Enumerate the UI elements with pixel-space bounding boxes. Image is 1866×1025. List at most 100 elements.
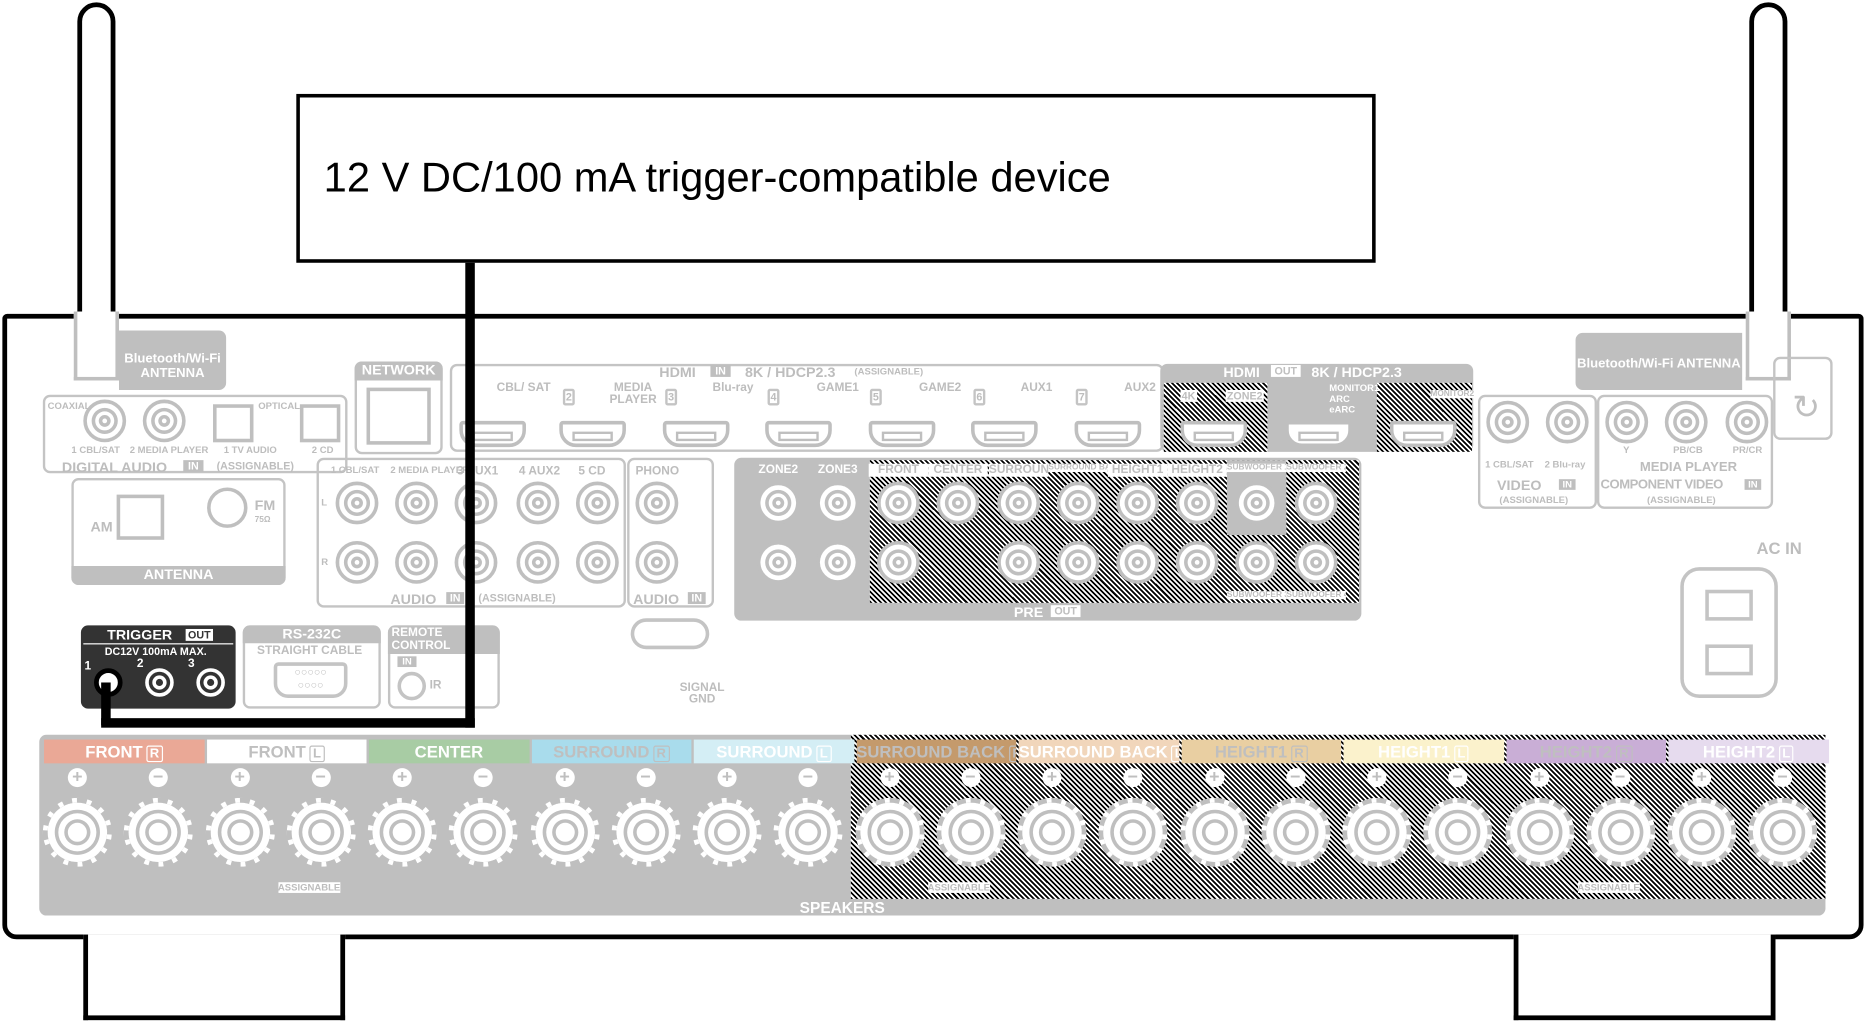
component-jack-pr[interactable] (1725, 400, 1769, 444)
assignable-label: (ASSIGNABLE) (854, 366, 924, 377)
am-terminal[interactable] (116, 494, 165, 540)
audio-in-jack[interactable] (575, 540, 619, 584)
speaker-binding-post[interactable] (205, 797, 275, 867)
hdmi-out-port-zone2[interactable] (1180, 420, 1248, 448)
speaker-binding-post[interactable] (692, 797, 762, 867)
hdmi-out-monitor1-label: MONITOR1 ARC eARC (1329, 382, 1380, 415)
component-jack-pb[interactable] (1664, 400, 1708, 444)
speaker-binding-post[interactable] (1260, 797, 1330, 867)
coaxial-jack-1[interactable] (83, 399, 127, 443)
speaker-binding-post[interactable] (855, 797, 925, 867)
hdmi-out-port-monitor1[interactable] (1285, 420, 1352, 448)
speaker-side-badge: R (146, 745, 163, 763)
speaker-side-badge: R (652, 745, 670, 763)
hdmi-in-port[interactable] (971, 420, 1038, 448)
coaxial-jack-2[interactable] (142, 399, 186, 443)
audio-in-jack[interactable] (635, 481, 679, 525)
pre-out-jack[interactable] (1116, 540, 1160, 584)
pre-out-jack[interactable] (1175, 481, 1219, 525)
pre-out-jack[interactable] (1056, 481, 1100, 525)
remote-ir-jack[interactable] (397, 671, 427, 701)
speaker-binding-post[interactable] (1667, 797, 1737, 867)
pre-out-jack[interactable] (756, 481, 800, 525)
rs232c-port[interactable]: ○○○○○○○○○ (273, 662, 348, 698)
speaker-side-badge: R (1290, 745, 1308, 763)
pre-out-jack[interactable] (1116, 481, 1160, 525)
audio-in-jack[interactable] (454, 540, 498, 584)
speaker-binding-post[interactable] (1098, 797, 1168, 867)
network-label: NETWORK (354, 361, 443, 381)
speaker-binding-post[interactable] (286, 797, 356, 867)
pre-out-jack[interactable] (1294, 540, 1338, 584)
hdmi-in-port[interactable] (559, 420, 626, 448)
speaker-binding-post[interactable] (42, 797, 112, 867)
assignable-label: (ASSIGNABLE) (1646, 494, 1716, 506)
speaker-binding-post[interactable] (367, 797, 437, 867)
speaker-binding-post[interactable] (1504, 797, 1574, 867)
audio-in-jack[interactable] (516, 481, 560, 525)
trigger-jack-3[interactable] (196, 668, 225, 697)
speaker-binding-post[interactable] (1423, 797, 1493, 867)
pre-out-jack[interactable] (816, 540, 860, 584)
speaker-binding-post[interactable] (1342, 797, 1412, 867)
optical-port-1[interactable] (213, 404, 254, 443)
audio-in-jack[interactable] (575, 481, 619, 525)
optical-port-2[interactable] (299, 404, 341, 443)
pre-out-jack[interactable] (877, 540, 920, 584)
hdmi-in-port[interactable] (868, 420, 936, 448)
hdmi-in-port[interactable] (1074, 420, 1142, 448)
signal-gnd-terminal[interactable] (630, 618, 710, 650)
speakers-title: SPEAKERS (799, 898, 885, 917)
hdmi-in-port[interactable] (765, 420, 832, 448)
audio-in-jack[interactable] (335, 540, 379, 584)
audio-in-jack[interactable] (454, 481, 498, 525)
ethernet-port[interactable] (366, 387, 431, 445)
trigger-cable (465, 262, 475, 728)
fm-terminal[interactable] (207, 487, 248, 528)
hdmi-out-port-monitor2[interactable] (1389, 420, 1457, 448)
speaker-binding-post[interactable] (1585, 797, 1655, 867)
speaker-binding-post[interactable] (1179, 797, 1249, 867)
ac-inlet[interactable] (1680, 567, 1778, 698)
speaker-binding-post[interactable] (530, 797, 600, 867)
speaker-binding-post[interactable] (448, 797, 518, 867)
hdmi-in-spec: 8K / HDCP2.3 (744, 363, 836, 381)
trigger-jack-2[interactable] (145, 668, 174, 697)
audio-in-jack[interactable] (516, 540, 560, 584)
pre-out-jack[interactable] (816, 481, 860, 525)
trigger-port-label: 1 (84, 659, 92, 673)
speaker-binding-post[interactable] (611, 797, 681, 867)
pre-out-jack[interactable] (877, 481, 920, 525)
speaker-binding-post[interactable] (1017, 797, 1087, 867)
pre-out-jack[interactable] (1175, 540, 1219, 584)
hdmi-in-port[interactable] (662, 420, 730, 448)
audio-in-jack[interactable] (395, 540, 438, 584)
pre-out-jack[interactable] (936, 481, 980, 525)
speaker-binding-post[interactable] (773, 797, 843, 867)
audio-input-label: 4 AUX2 (518, 464, 561, 478)
assignable-label: (ASSIGNABLE) (478, 592, 556, 605)
trigger-spec: DC12V 100mA MAX. (104, 645, 207, 658)
pre-out-jack[interactable] (1294, 481, 1338, 525)
component-jack-y[interactable] (1605, 400, 1649, 444)
audio-in-jack[interactable] (395, 481, 438, 525)
video-jack-2[interactable] (1545, 400, 1589, 444)
right-channel-label: R (321, 556, 329, 568)
pre-out-jack[interactable] (756, 540, 800, 584)
pre-out-jack[interactable] (1056, 540, 1100, 584)
component-input-label: PR/CR (1732, 444, 1763, 456)
in-badge: IN (446, 592, 465, 605)
speaker-binding-post[interactable] (935, 797, 1005, 867)
audio-in-jack[interactable] (635, 540, 679, 584)
pre-out-jack[interactable] (997, 481, 1041, 525)
pre-out-jack[interactable] (1235, 540, 1279, 584)
audio-in-jack[interactable] (335, 481, 379, 525)
speaker-binding-post[interactable] (1748, 797, 1818, 867)
video-jack-1[interactable] (1486, 400, 1530, 444)
pre-out-jack[interactable] (997, 540, 1041, 584)
pre-out-label: SURROUND (988, 463, 1049, 477)
component-source-label: MEDIA PLAYER (1639, 460, 1738, 475)
speaker-channel-name: CENTER (414, 741, 484, 761)
pre-out-jack[interactable] (1235, 481, 1279, 525)
speaker-binding-post[interactable] (123, 797, 193, 867)
